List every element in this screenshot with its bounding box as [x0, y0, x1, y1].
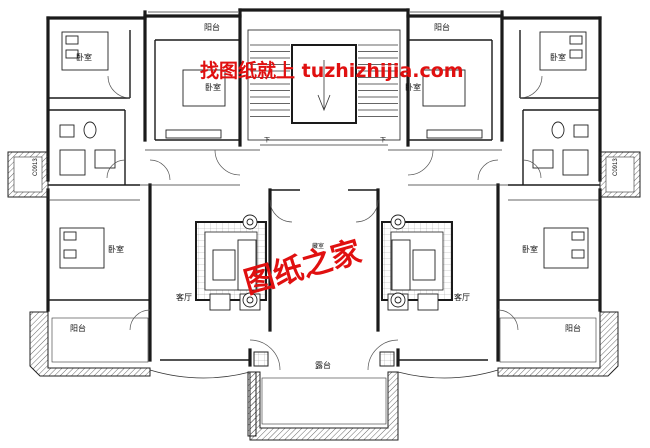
label-terrace: 露台 — [315, 360, 331, 370]
label-balcony-bottom-left: 阳台 — [70, 323, 86, 333]
lower-balconies — [29, 311, 619, 379]
label-balcony-top-right: 阳台 — [434, 22, 450, 32]
terrace — [247, 351, 399, 441]
bathroom-fixtures — [59, 121, 589, 176]
window-tag-left: C0913 — [33, 158, 39, 176]
label-living-right: 客厅 — [454, 292, 470, 302]
label-balcony-top-left: 阳台 — [204, 22, 220, 32]
label-bedroom-top-left: 卧室 — [76, 52, 92, 62]
living-room-furniture — [195, 214, 453, 311]
label-bedroom-top-center-left: 卧室 — [205, 82, 221, 92]
room-labels: 阳台 阳台 卧室 卧室 卧室 卧室 卧室 卧室 客厅 客厅 阳台 阳台 露台 藏… — [33, 22, 619, 370]
outer-walls — [46, 8, 602, 367]
label-living-left: 客厅 — [176, 292, 192, 302]
staircase — [247, 29, 401, 146]
label-bedroom-top-right: 卧室 — [550, 52, 566, 62]
label-stair-down-left: 下 — [264, 137, 270, 144]
watermark-top: 找图纸就上 tuzhizhijia.com — [200, 59, 464, 82]
window-tag-right: C0913 — [613, 158, 619, 176]
door-swings — [106, 75, 543, 371]
label-bedroom-top-center-right: 卧室 — [405, 82, 421, 92]
bay-windows — [7, 151, 641, 198]
inner-partitions — [48, 30, 600, 201]
label-stair-down-right: 下 — [380, 137, 386, 144]
label-bedroom-mid-left: 卧室 — [108, 244, 124, 254]
label-center-room: 藏室 — [312, 242, 324, 250]
beds — [59, 31, 589, 269]
label-balcony-bottom-right: 阳台 — [565, 323, 581, 333]
label-bedroom-mid-right: 卧室 — [522, 244, 538, 254]
